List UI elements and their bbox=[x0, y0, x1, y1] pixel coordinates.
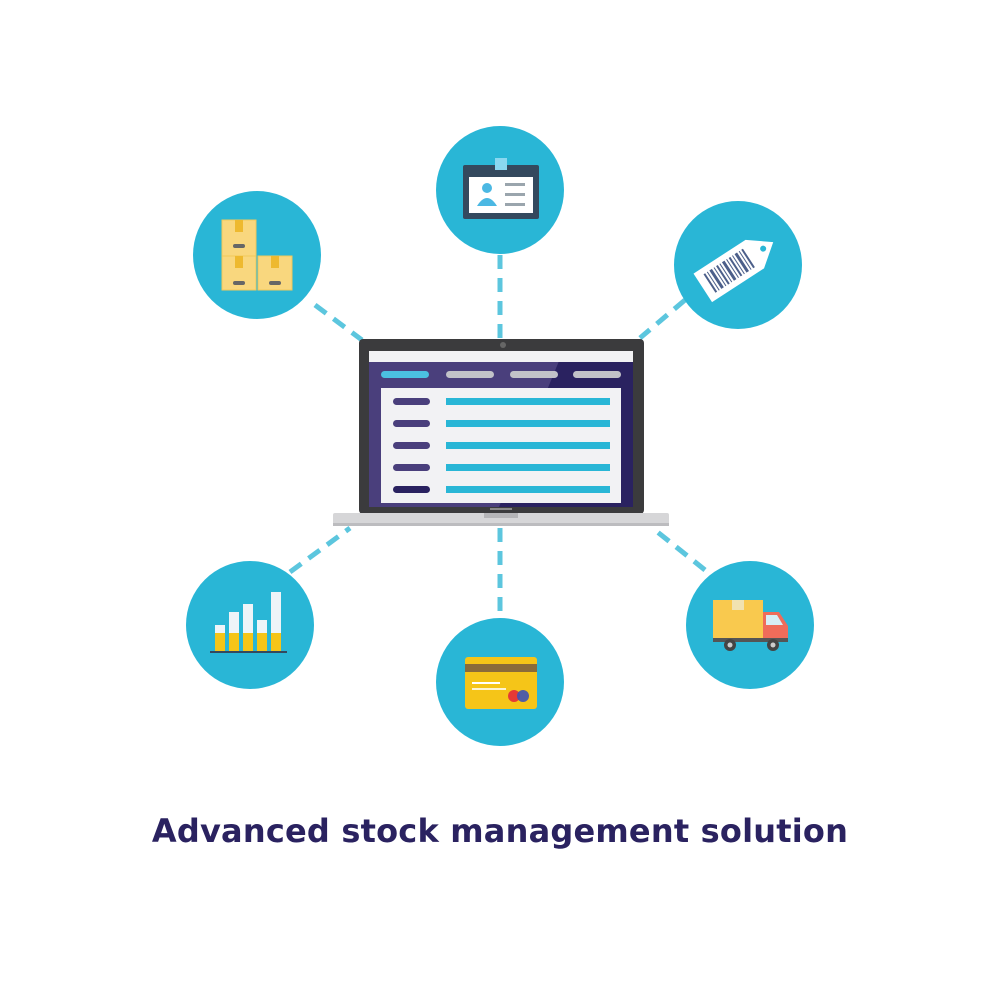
bar-chart-icon bbox=[186, 561, 314, 689]
laptop-icon bbox=[333, 339, 669, 526]
delivery-truck-icon bbox=[686, 561, 814, 689]
credit-card-icon bbox=[436, 618, 564, 746]
connectors bbox=[288, 255, 707, 615]
caption: Advanced stock management solution bbox=[151, 812, 849, 850]
connector-chart bbox=[288, 525, 352, 575]
connector-boxes bbox=[313, 302, 364, 343]
barcode-tag-icon bbox=[674, 201, 802, 329]
connector-truck bbox=[653, 528, 707, 572]
boxes-icon bbox=[193, 191, 321, 319]
connector-tag bbox=[638, 298, 687, 340]
id-badge-icon bbox=[436, 126, 564, 254]
